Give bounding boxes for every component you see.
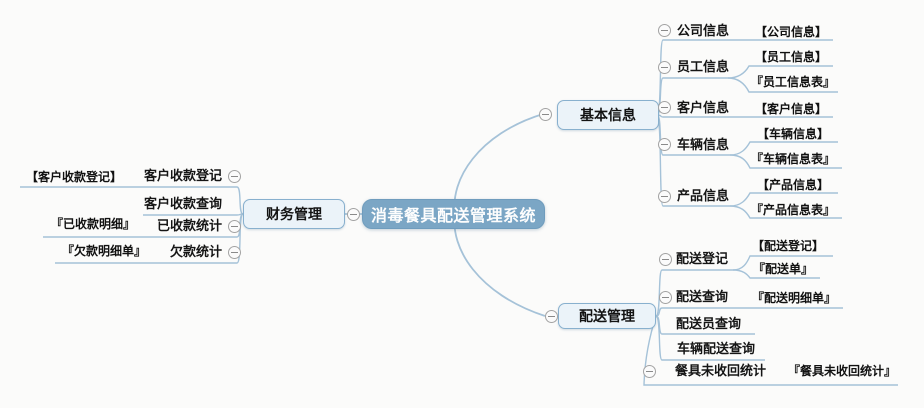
leaf-company-info[interactable]: 【公司信息】 (755, 25, 828, 39)
topic-product-info[interactable]: 产品信息 (677, 189, 730, 204)
collapse-minus-icon-unreturned-stats[interactable] (643, 365, 656, 378)
collapse-minus-icon-delivery-register[interactable] (659, 253, 672, 266)
collapse-minus-icon-basic[interactable] (539, 108, 552, 121)
leaf-customer-payment-register[interactable]: 【客户收款登记】 (26, 170, 123, 184)
leaf-customer-info[interactable]: 【客户信息】 (755, 102, 828, 116)
topic-received-payment-stats[interactable]: 已收款统计 (156, 219, 222, 234)
collapse-minus-icon-company-info[interactable] (658, 24, 671, 37)
leaf-arrears-detail-slip[interactable]: 『欠款明细单』 (62, 244, 147, 258)
leaf-delivery-register[interactable]: 【配送登记】 (752, 239, 825, 253)
leaf-delivery-detail-slip[interactable]: 『配送明细单』 (752, 291, 837, 305)
collapse-minus-icon-vehicle-info[interactable] (658, 138, 671, 151)
leaf-delivery-slip[interactable]: 『配送单』 (753, 262, 814, 276)
topic-vehicle-delivery-query[interactable]: 车辆配送查询 (677, 342, 756, 357)
leaf-vehicle-info-table[interactable]: 『车辆信息表』 (751, 152, 836, 166)
connector-payment-query (143, 213, 244, 216)
branch-topic-basic-info[interactable]: 基本信息 (557, 100, 659, 130)
connector-central-delivery (453, 213, 546, 317)
collapse-minus-icon-delivery[interactable] (545, 310, 558, 323)
collapse-minus-icon-product-info[interactable] (658, 190, 671, 203)
topic-delivery-register[interactable]: 配送登记 (676, 252, 729, 267)
topic-employee-info[interactable]: 员工信息 (677, 60, 730, 75)
branch-topic-delivery-management[interactable]: 配送管理 (558, 303, 656, 329)
collapse-minus-icon-customer-info[interactable] (658, 101, 671, 114)
topic-customer-payment-register[interactable]: 客户收款登记 (143, 169, 222, 184)
topic-vehicle-info[interactable]: 车辆信息 (677, 138, 730, 153)
topic-unreturned-tableware-stats[interactable]: 餐具未收回统计 (675, 364, 767, 379)
collapse-minus-icon-arrears-stats[interactable] (228, 246, 241, 259)
connector-delivery-query (655, 307, 843, 317)
collapse-minus-icon-payment-register[interactable] (228, 170, 241, 183)
topic-customer-payment-query[interactable]: 客户收款查询 (143, 197, 222, 212)
collapse-minus-icon-received-stats[interactable] (228, 220, 241, 233)
topic-delivery-query[interactable]: 配送查询 (676, 290, 729, 305)
topic-arrears-stats[interactable]: 欠款统计 (169, 245, 222, 260)
leaf-employee-info[interactable]: 【员工信息】 (755, 50, 828, 64)
topic-company-info[interactable]: 公司信息 (677, 24, 730, 39)
topic-customer-info[interactable]: 客户信息 (677, 101, 730, 116)
collapse-minus-icon-delivery-query[interactable] (659, 291, 672, 304)
leaf-product-info-table[interactable]: 『产品信息表』 (751, 203, 836, 217)
leaf-product-info[interactable]: 【产品信息】 (757, 178, 830, 192)
collapse-minus-icon-finance[interactable] (347, 208, 360, 221)
topic-deliveryman-query[interactable]: 配送员查询 (676, 317, 742, 332)
leaf-vehicle-info[interactable]: 【车辆信息】 (757, 127, 830, 141)
leaf-received-payment-detail[interactable]: 『已收款明细』 (51, 217, 136, 231)
leaf-employee-info-table[interactable]: 『员工信息表』 (751, 75, 836, 89)
central-topic[interactable]: 消毒餐具配送管理系统 (362, 199, 545, 229)
branch-topic-finance-management[interactable]: 财务管理 (243, 199, 345, 229)
collapse-minus-icon-employee-info[interactable] (658, 61, 671, 74)
leaf-unreturned-tableware-stats[interactable]: 『餐具未收回统计』 (788, 364, 897, 378)
